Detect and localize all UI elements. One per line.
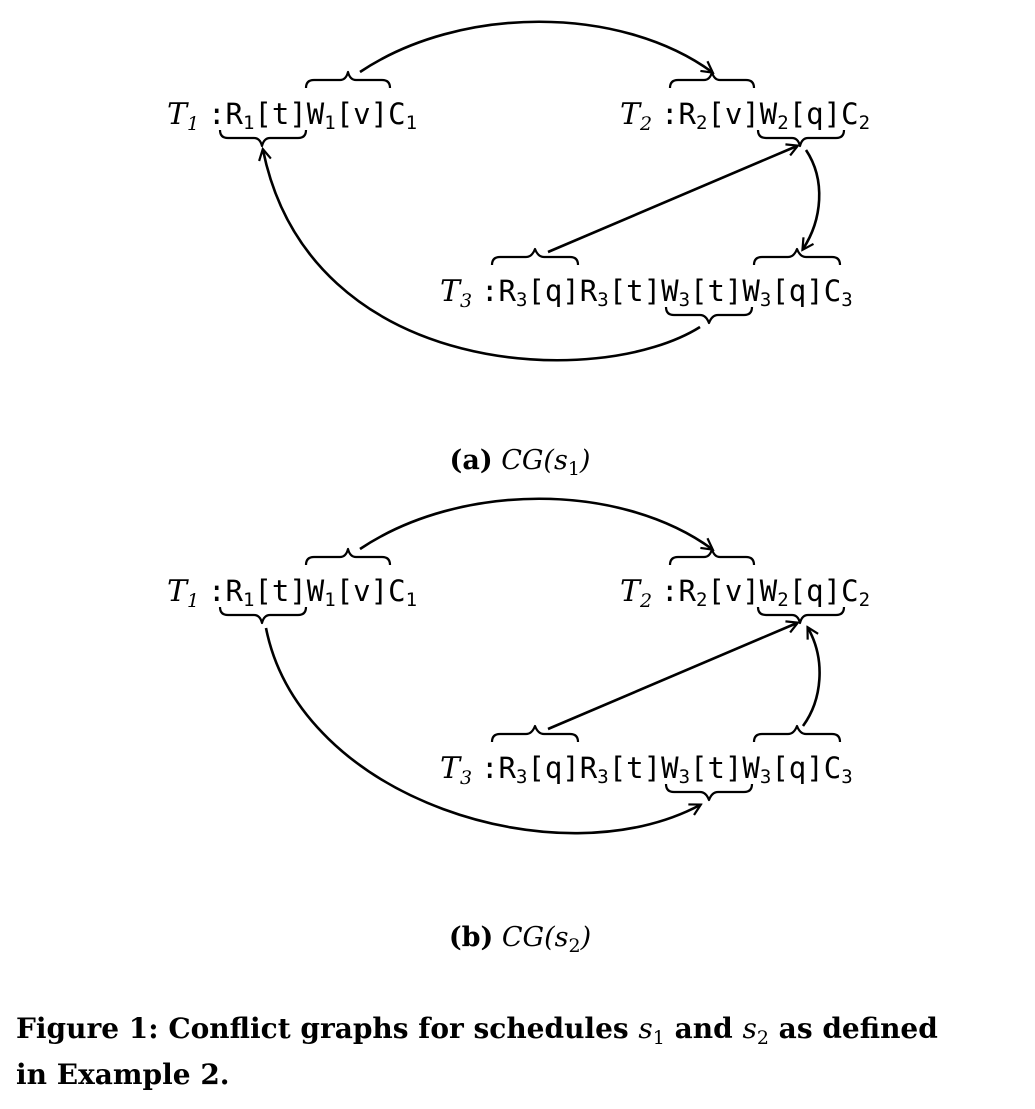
edge-w1v-to-r2v	[359, 497, 712, 549]
transaction-ops: :R1[t]W1[v]C1	[208, 574, 417, 611]
transaction-t3: T3 :R3[q]R3[t]W3[t]W3[q]C3	[440, 751, 853, 789]
edge-r1t-to-w3t	[264, 627, 700, 835]
brace-w3q-over	[752, 724, 842, 743]
transaction-label: T1	[167, 97, 199, 135]
transaction-ops: :R3[q]R3[t]W3[t]W3[q]C3	[481, 274, 853, 311]
transaction-ops: :R1[t]W1[v]C1	[208, 97, 417, 134]
transaction-ops: :R2[v]W2[q]C2	[661, 97, 870, 134]
brace-w1v-over	[304, 547, 392, 566]
brace-w2q-under	[756, 606, 846, 625]
brace-r1t-under	[218, 606, 308, 625]
edge-r3q-to-w2q	[547, 623, 797, 731]
transaction-t2: T2 :R2[v]W2[q]C2	[620, 97, 870, 135]
op-c1: C	[388, 97, 405, 131]
edge-r3q-to-w2q	[547, 146, 797, 254]
obj-t: [t]	[254, 97, 306, 131]
brace-r2v-over	[668, 70, 756, 89]
brace-w3q-over	[752, 247, 842, 266]
op-w1: W	[307, 97, 325, 131]
figure-caption-line1: Figure 1: Conflict graphs for schedules …	[16, 1012, 938, 1049]
brace-r1t-under	[218, 129, 308, 148]
brace-w2q-under	[756, 129, 846, 148]
figure-caption-line2: in Example 2.	[16, 1058, 230, 1091]
transaction-ops: :R3[q]R3[t]W3[t]W3[q]C3	[481, 751, 853, 788]
op-r1: R	[225, 97, 243, 131]
transaction-label: T2	[620, 574, 652, 612]
transaction-t1: T1 :R1[t]W1[v]C1	[167, 97, 417, 135]
panel-b: T1 :R1[t]W1[v]C1 T2 :R2[v]W2[q]C2 T3 :R3…	[167, 497, 870, 957]
transaction-ops: :R2[v]W2[q]C2	[661, 574, 870, 611]
panel-a: T1 :R1[t]W1[v]C1 T2 :R2[v]W2[q]C2 T3 :R3…	[167, 20, 870, 480]
transaction-t1: T1 :R1[t]W1[v]C1	[167, 574, 417, 612]
edge-w3q-to-w2q	[801, 628, 821, 727]
brace-w3t-under	[664, 783, 754, 802]
obj-v: [v]	[336, 97, 388, 131]
brace-w1v-over	[304, 70, 392, 89]
transaction-label: T2	[620, 97, 652, 135]
transaction-label: T1	[167, 574, 199, 612]
transaction-t2: T2 :R2[v]W2[q]C2	[620, 574, 870, 612]
brace-r2v-over	[668, 547, 756, 566]
transaction-t3: T3 :R3[q]R3[t]W3[t]W3[q]C3	[440, 274, 853, 312]
transaction-label: T3	[440, 751, 472, 789]
panel-caption-a: (a) CG(s1)	[450, 445, 591, 480]
brace-w3t-under	[664, 306, 754, 325]
panel-caption-b: (b) CG(s2)	[449, 922, 591, 957]
edge-w1v-to-r2v	[359, 20, 712, 72]
edge-w2q-to-w3q	[803, 149, 821, 249]
transaction-label: T3	[440, 274, 472, 312]
brace-r3q-over	[490, 247, 580, 266]
edge-w3t-to-r1t	[263, 150, 701, 362]
brace-r3q-over	[490, 724, 580, 743]
